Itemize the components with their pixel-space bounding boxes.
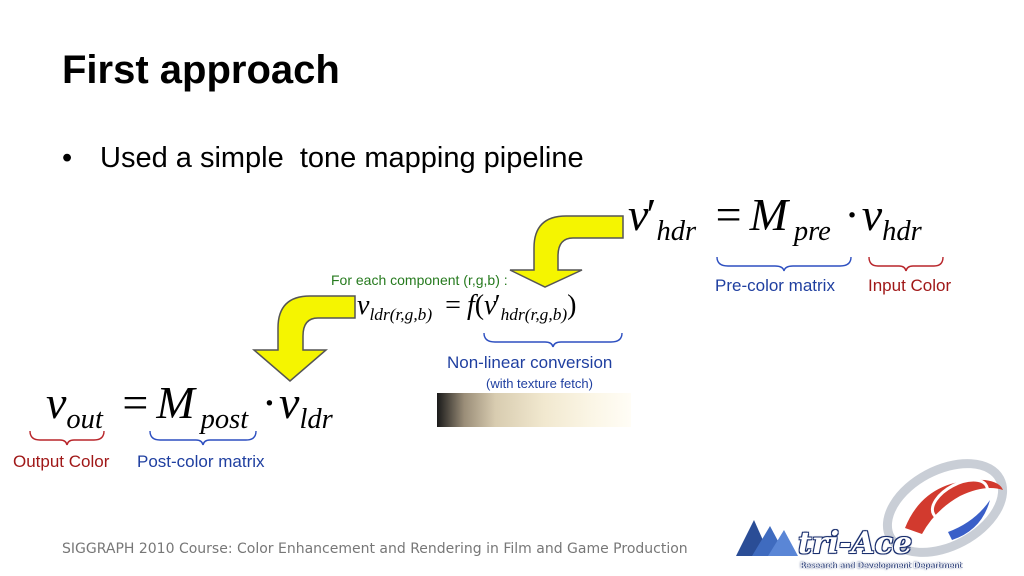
eq-comp-arg-prime: ′ xyxy=(494,290,501,321)
eq-post-lhs-sub: out xyxy=(66,403,103,435)
eq-comp-open-paren: ( xyxy=(474,290,485,321)
equation-component: vldr(r,g,b) =f(v′hdr(r,g,b)) xyxy=(357,290,577,325)
footer-course-text: SIGGRAPH 2010 Course: Color Enhancement … xyxy=(62,541,688,557)
eq-post-dot: · xyxy=(261,377,278,428)
eq-pre-rhs-sub: hdr xyxy=(882,215,922,247)
eq-post-equals: = xyxy=(122,377,149,428)
eq-post-rhs-sub: ldr xyxy=(299,403,333,435)
curved-arrow-upper xyxy=(509,215,624,288)
caption-each-component: For each component (r,g,b) : xyxy=(331,272,508,288)
bullet-marker: • xyxy=(62,142,73,174)
brace-post-matrix xyxy=(149,430,257,446)
eq-pre-equals: = xyxy=(715,189,742,240)
eq-comp-equals: = xyxy=(445,290,461,321)
brace-output-color xyxy=(29,430,105,446)
eq-comp-lhs-sub: ldr(r,g,b) xyxy=(369,305,433,325)
eq-comp-arg-sub: hdr(r,g,b) xyxy=(500,305,568,325)
bullet-text: Used a simple tone mapping pipeline xyxy=(100,142,584,174)
eq-pre-lhs-prime: ′ xyxy=(646,189,657,240)
tone-curve-gradient xyxy=(437,393,631,427)
eq-post-matrix-sub: post xyxy=(200,403,249,435)
brace-input-color xyxy=(868,256,944,272)
eq-pre-rhs-var: v xyxy=(861,189,883,240)
logo-tagline: Research and Development Department xyxy=(800,561,962,570)
label-input-color: Input Color xyxy=(868,276,952,295)
label-output-color: Output Color xyxy=(13,452,110,471)
logo-wordmark: tri-Ace xyxy=(798,526,913,561)
eq-post-lhs-var: v xyxy=(46,377,67,428)
curved-arrow-lower xyxy=(251,295,356,382)
eq-post-rhs-var: v xyxy=(279,377,300,428)
eq-comp-arg-var: v xyxy=(484,290,497,321)
eq-pre-lhs-var: v xyxy=(628,189,649,240)
eq-comp-close-paren: ) xyxy=(567,290,577,321)
eq-pre-dot: · xyxy=(844,189,860,240)
brace-pre-matrix xyxy=(716,256,852,272)
eq-pre-matrix: M xyxy=(749,189,788,240)
slide-title: First approach xyxy=(62,48,340,92)
bullet-item: • Used a simple tone mapping pipeline xyxy=(62,142,584,175)
eq-comp-lhs-var: v xyxy=(357,290,370,321)
label-texture-fetch: (with texture fetch) xyxy=(486,376,593,391)
eq-pre-matrix-sub: pre xyxy=(793,215,831,247)
eq-pre-lhs-sub: hdr xyxy=(656,215,697,247)
label-pre-color-matrix: Pre-color matrix xyxy=(715,276,835,295)
label-post-color-matrix: Post-color matrix xyxy=(137,452,265,471)
eq-comp-func: f xyxy=(466,290,475,321)
label-nonlinear-conversion: Non-linear conversion xyxy=(447,353,613,372)
brace-nonlinear xyxy=(483,332,623,348)
eq-post-matrix: M xyxy=(156,377,195,428)
